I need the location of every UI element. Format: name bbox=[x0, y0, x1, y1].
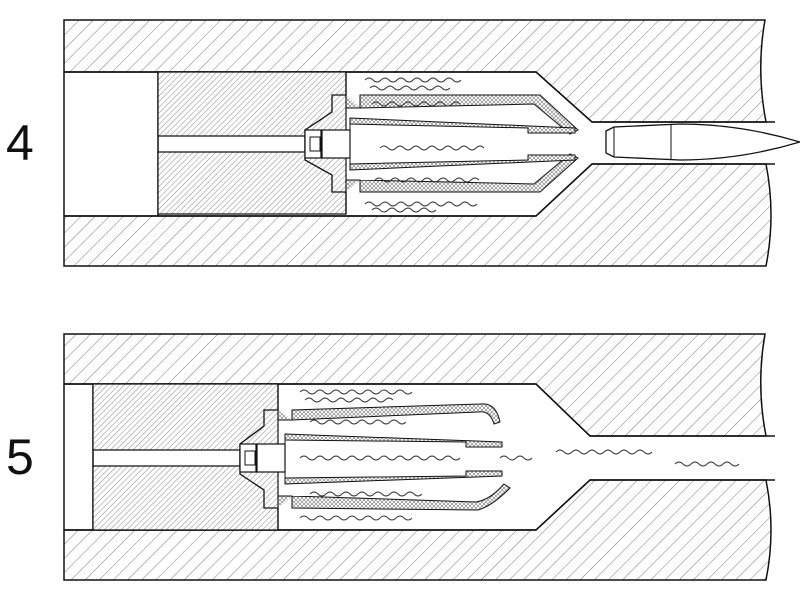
case-wall-top bbox=[345, 94, 579, 135]
gas-particles bbox=[299, 389, 740, 521]
inner-sleeve bbox=[284, 433, 503, 485]
step-label-4: 4 bbox=[6, 115, 34, 171]
gas-particles bbox=[364, 77, 485, 213]
panel-5 bbox=[63, 333, 775, 581]
case-wall-bottom bbox=[277, 483, 511, 511]
bullet bbox=[605, 123, 800, 161]
panel-4 bbox=[63, 19, 800, 267]
inner-sleeve bbox=[349, 117, 576, 171]
step-label-5: 5 bbox=[6, 429, 34, 485]
case-wall-bottom bbox=[345, 153, 579, 193]
case-wall-top bbox=[277, 403, 501, 425]
